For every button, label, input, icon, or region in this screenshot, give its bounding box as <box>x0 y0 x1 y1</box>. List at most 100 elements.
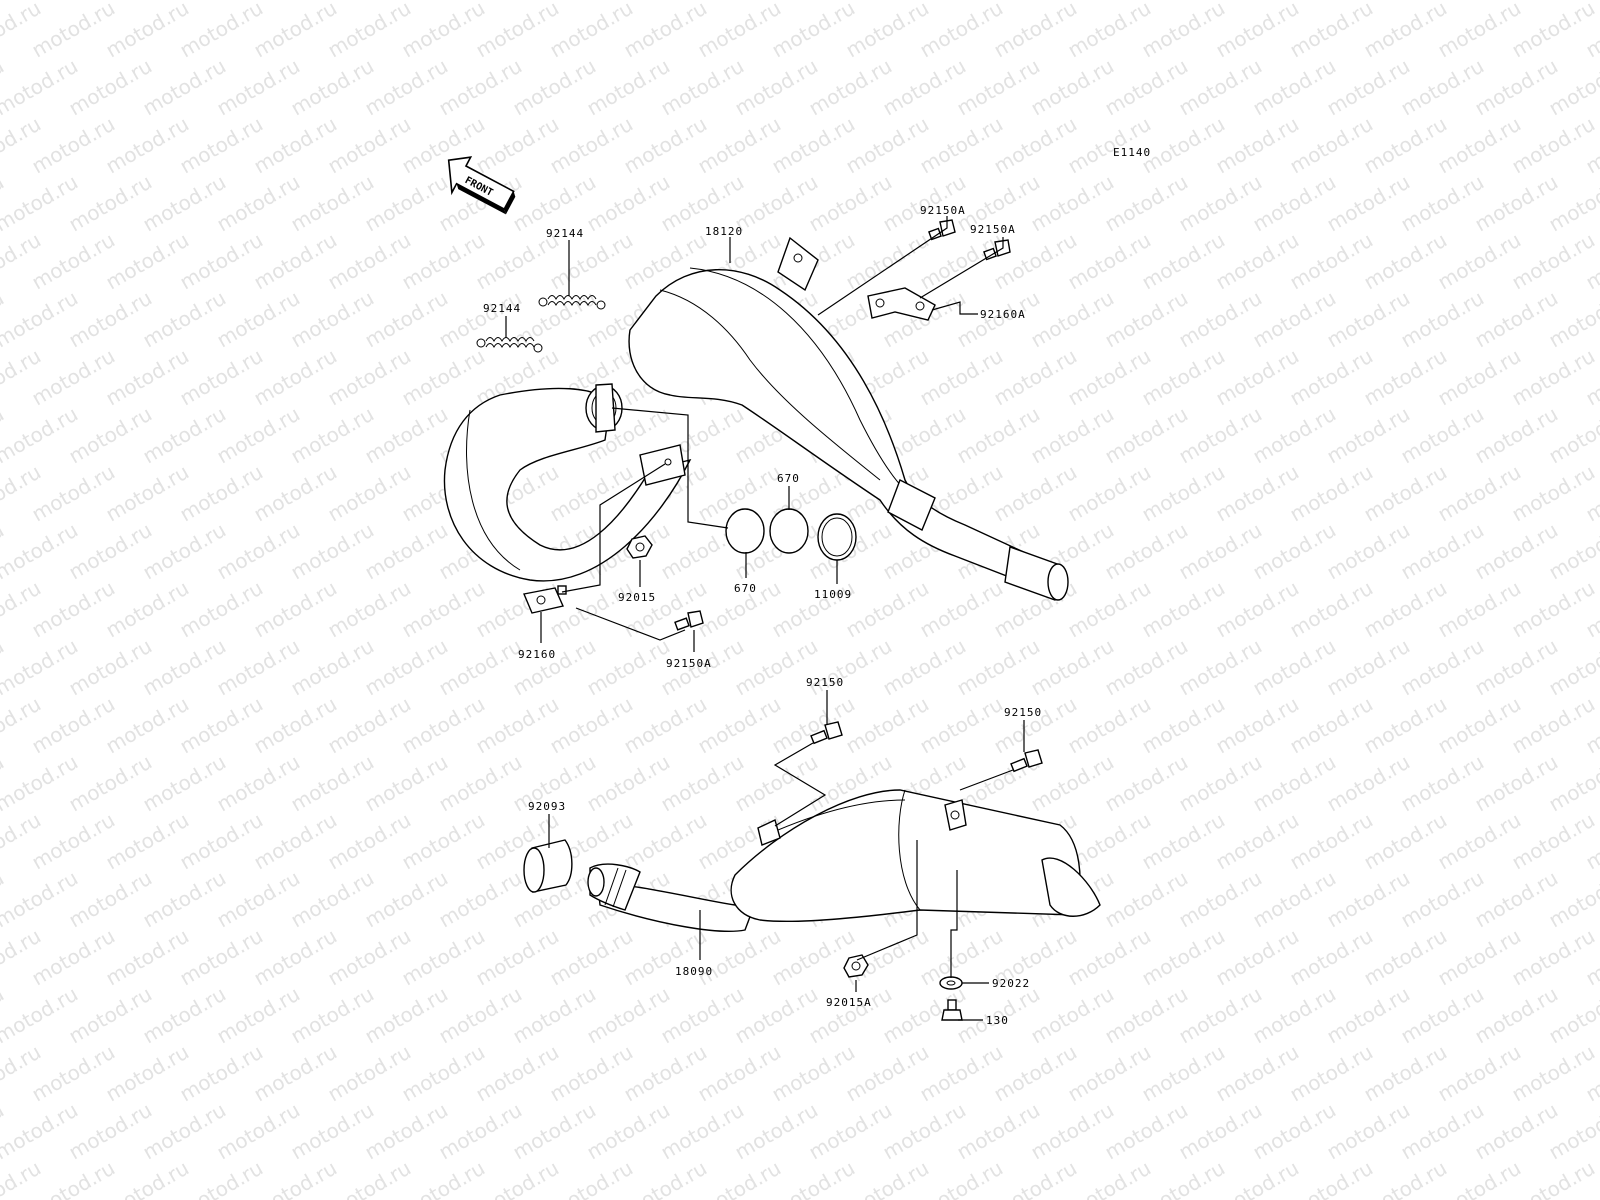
watermark-text: motod.ru <box>1471 170 1562 237</box>
watermark-text: motod.ru <box>1212 460 1303 527</box>
watermark-text: motod.ru <box>1508 808 1599 875</box>
watermark-text: motod.ru <box>361 982 452 1049</box>
watermark-text: motod.ru <box>731 634 822 701</box>
watermark-text: motod.ru <box>1471 518 1562 585</box>
watermark-text: motod.ru <box>546 112 637 179</box>
watermark-text: motod.ru <box>1175 286 1266 353</box>
watermark-text: motod.ru <box>324 924 415 991</box>
watermark-text: motod.ru <box>398 344 489 411</box>
watermark-text: motod.ru <box>620 112 711 179</box>
watermark-text: motod.ru <box>250 692 341 759</box>
washer-92022 <box>939 976 963 990</box>
watermark-text: motod.ru <box>731 1098 822 1165</box>
watermark-text: motod.ru <box>1286 576 1377 643</box>
watermark-text: motod.ru <box>1064 228 1155 295</box>
watermark-text: motod.ru <box>398 576 489 643</box>
watermark-text: motod.ru <box>731 750 822 817</box>
watermark-text: motod.ru <box>1249 518 1340 585</box>
watermark-text: motod.ru <box>1434 924 1525 991</box>
label-92144-2: 92144 <box>483 302 521 315</box>
watermark-text: motod.ru <box>472 1040 563 1107</box>
watermark-text: motod.ru <box>1175 54 1266 121</box>
watermark-text: motod.ru <box>324 808 415 875</box>
watermark-text: motod.ru <box>213 750 304 817</box>
watermark-text: motod.ru <box>176 0 267 62</box>
watermark-text: motod.ru <box>65 170 156 237</box>
watermark-text: motod.ru <box>1360 692 1451 759</box>
watermark-text: motod.ru <box>361 866 452 933</box>
watermark-text: motod.ru <box>213 1098 304 1165</box>
watermark-text: motod.ru <box>1286 0 1377 62</box>
watermark-text: motod.ru <box>509 634 600 701</box>
label-92022: 92022 <box>992 977 1030 990</box>
watermark-text: motod.ru <box>583 54 674 121</box>
watermark-text: motod.ru <box>620 0 711 62</box>
watermark-text: motod.ru <box>102 460 193 527</box>
watermark-text: motod.ru <box>694 924 785 991</box>
watermark-text: motod.ru <box>213 170 304 237</box>
watermark-text: motod.ru <box>324 576 415 643</box>
watermark-text: motod.ru <box>250 112 341 179</box>
watermark-text: motod.ru <box>1397 170 1488 237</box>
watermark-text: motod.ru <box>1138 808 1229 875</box>
watermark-text: motod.ru <box>1175 634 1266 701</box>
watermark-text: motod.ru <box>435 1098 526 1165</box>
watermark-text: motod.ru <box>1101 1098 1192 1165</box>
watermark-text: motod.ru <box>842 228 933 295</box>
watermark-text: motod.ru <box>287 982 378 1049</box>
label-92160: 92160 <box>518 648 556 661</box>
watermark-text: motod.ru <box>435 286 526 353</box>
watermark-text: motod.ru <box>1434 228 1525 295</box>
watermark-text: motod.ru <box>1434 576 1525 643</box>
watermark-text: motod.ru <box>657 750 748 817</box>
watermark-text: motod.ru <box>953 402 1044 469</box>
watermark-text: motod.ru <box>472 112 563 179</box>
watermark-text: motod.ru <box>139 634 230 701</box>
watermark-text: motod.ru <box>250 460 341 527</box>
watermark-text: motod.ru <box>1286 692 1377 759</box>
bolt-92150a-1 <box>928 219 956 241</box>
watermark-text: motod.ru <box>1027 1098 1118 1165</box>
part-labels: 18120 92150A 92150A 92160A 92144 92144 6… <box>483 204 1041 1027</box>
watermark-text: motod.ru <box>65 982 156 1049</box>
watermark-text: motod.ru <box>287 518 378 585</box>
watermark-text: motod.ru <box>102 344 193 411</box>
watermark-text: motod.ru <box>879 1098 970 1165</box>
watermark-text: motod.ru <box>1434 808 1525 875</box>
watermark-text: motod.ru <box>546 924 637 991</box>
watermark-text: motod.ru <box>1360 924 1451 991</box>
watermark-text: motod.ru <box>842 576 933 643</box>
watermark-text: motod.ru <box>1323 1098 1414 1165</box>
watermark-text: motod.ru <box>1360 344 1451 411</box>
watermark-text: motod.ru <box>768 1040 859 1107</box>
watermark-text: motod.ru <box>583 634 674 701</box>
watermark-text: motod.ru <box>176 112 267 179</box>
label-18120: 18120 <box>705 225 743 238</box>
watermark-text: motod.ru <box>361 1098 452 1165</box>
watermark-text: motod.ru <box>435 982 526 1049</box>
watermark-text: motod.ru <box>990 112 1081 179</box>
watermark-text: motod.ru <box>916 0 1007 62</box>
watermark-text: motod.ru <box>398 0 489 62</box>
watermark-text: motod.ru <box>768 0 859 62</box>
watermark-text: motod.ru <box>65 634 156 701</box>
watermark-text: motod.ru <box>176 460 267 527</box>
watermark-text: motod.ru <box>1138 228 1229 295</box>
watermark-text: motod.ru <box>287 402 378 469</box>
watermark-text: motod.ru <box>28 1040 119 1107</box>
watermark-text: motod.ru <box>768 112 859 179</box>
watermark-text: motod.ru <box>953 1098 1044 1165</box>
watermark-text: motod.ru <box>102 576 193 643</box>
watermark-text: motod.ru <box>731 982 822 1049</box>
watermark-text: motod.ru <box>1360 0 1451 62</box>
watermark-text: motod.ru <box>1212 228 1303 295</box>
label-670-1: 670 <box>777 472 800 485</box>
watermark-text: motod.ru <box>102 808 193 875</box>
label-92150a-1: 92150A <box>920 204 966 217</box>
watermark-text: motod.ru <box>324 1040 415 1107</box>
watermark-text: motod.ru <box>1101 750 1192 817</box>
watermark-text: motod.ru <box>1434 344 1525 411</box>
label-92015a: 92015A <box>826 996 872 1009</box>
watermark-text: motod.ru <box>435 866 526 933</box>
watermark-text: motod.ru <box>1101 518 1192 585</box>
